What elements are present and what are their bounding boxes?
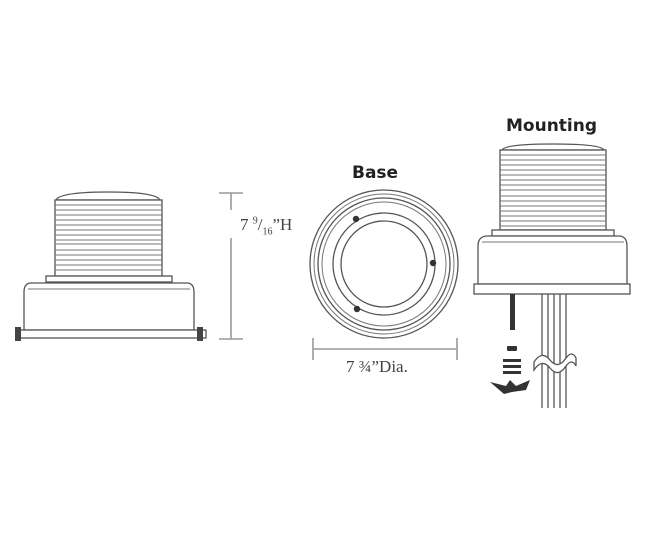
mount-wires bbox=[541, 294, 567, 408]
height-whole: 7 bbox=[240, 215, 249, 234]
height-label: 7 9/16”H bbox=[240, 216, 292, 237]
height-numerator: 9 bbox=[252, 215, 258, 227]
base-title: Base bbox=[352, 163, 399, 183]
side-lens-body bbox=[54, 199, 163, 277]
side-lens-top bbox=[54, 191, 162, 201]
base-opening bbox=[340, 220, 428, 308]
diameter-label: 7 ¾”Dia. bbox=[346, 357, 408, 376]
mount-collar bbox=[491, 229, 615, 237]
mount-wing-nut bbox=[490, 380, 530, 394]
height-dimension-line bbox=[219, 192, 243, 340]
base-outer-ring bbox=[309, 189, 459, 339]
side-view bbox=[15, 191, 243, 341]
mounting-view bbox=[473, 143, 631, 408]
mounting-title: Mounting bbox=[506, 116, 598, 136]
mount-base-housing bbox=[477, 235, 628, 285]
side-flange bbox=[15, 329, 207, 339]
height-denominator: 16 bbox=[262, 226, 273, 238]
side-collar bbox=[45, 275, 173, 283]
base-view bbox=[309, 189, 459, 360]
mount-lens-top bbox=[500, 143, 606, 151]
mount-washers bbox=[503, 346, 521, 374]
side-base-housing bbox=[23, 282, 195, 331]
side-bolts bbox=[15, 327, 203, 341]
mount-bolt-rod bbox=[510, 294, 515, 330]
side-lens-ribs bbox=[55, 204, 162, 271]
height-slash: / bbox=[257, 215, 263, 234]
wire-break-symbol bbox=[533, 353, 577, 374]
height-unit: ”H bbox=[272, 215, 293, 234]
mount-lens-ribs bbox=[500, 154, 606, 227]
base-mount-holes bbox=[352, 215, 437, 313]
diameter-dimension-line bbox=[312, 338, 458, 360]
mount-flange bbox=[473, 283, 631, 295]
